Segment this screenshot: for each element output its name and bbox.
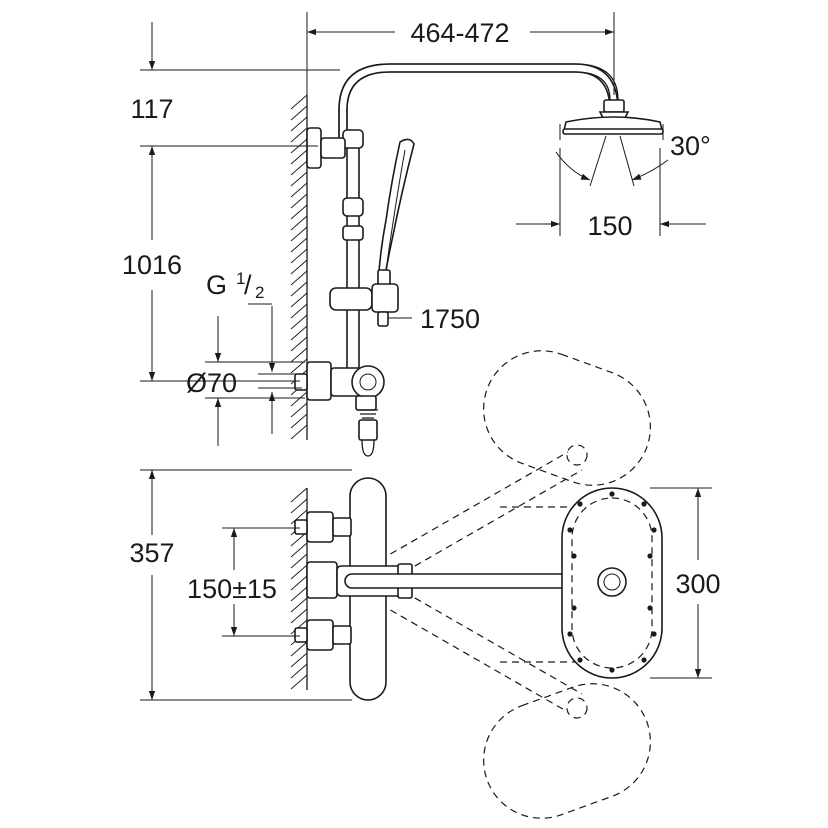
- hatch-line: [290, 94, 308, 110]
- hatch-line: [290, 325, 308, 341]
- dim-rail-height: 1016: [122, 146, 300, 382]
- label-head-angle: 30°: [670, 131, 711, 161]
- hatch-line: [290, 347, 308, 363]
- nozzle-dot: [571, 605, 577, 611]
- dim-hose: 1750: [388, 304, 480, 334]
- hatch-line: [290, 270, 308, 286]
- hatch-line: [290, 553, 308, 569]
- hatch-line: [290, 259, 308, 275]
- hatch-line: [290, 105, 308, 121]
- label-head-diameter: 150: [587, 211, 632, 241]
- hatch-line: [290, 116, 308, 132]
- nozzle-dot: [651, 527, 657, 533]
- hatch-line: [290, 281, 308, 297]
- nozzle-dot: [567, 631, 573, 637]
- hatch-line: [290, 586, 308, 602]
- hatch-line: [290, 292, 308, 308]
- hatch-line: [290, 498, 308, 514]
- hatch-line: [290, 597, 308, 613]
- riser-pipe: [346, 139, 360, 371]
- nozzle-dot: [651, 631, 657, 637]
- label-thread-den: 2: [255, 283, 264, 302]
- plan-view: 357 150±15 300: [129, 350, 721, 819]
- hatch-line: [290, 402, 308, 418]
- hatch-line: [290, 248, 308, 264]
- nozzle-dot: [577, 501, 583, 507]
- nozzle-dot: [641, 657, 647, 663]
- wall-bracket-top: [306, 127, 346, 169]
- slider-holder: [329, 283, 399, 327]
- label-centres: 150±15: [187, 574, 277, 604]
- hand-shower: [377, 138, 415, 293]
- hatch-line: [290, 542, 308, 558]
- side-elevation-view: 464-472 117 1016 G 1 / 2: [122, 12, 711, 457]
- thermostat-side: [294, 361, 385, 457]
- svg-text:/: /: [244, 270, 252, 300]
- label-depth: 357: [129, 538, 174, 568]
- dim-rosette: Ø70: [186, 316, 305, 446]
- hatch-line: [290, 182, 308, 198]
- hatch-line: [290, 641, 308, 657]
- dim-head-diameter: 150: [516, 148, 706, 241]
- label-projection: 464-472: [410, 18, 509, 48]
- dim-centres: 150±15: [187, 527, 300, 637]
- shower-head: [559, 99, 664, 140]
- hatch-line: [290, 663, 308, 679]
- spray-angle-indicator: [555, 135, 669, 187]
- wall-hatching-lower: [290, 487, 308, 690]
- dim-head-offset: 117: [130, 22, 340, 147]
- hatch-line: [290, 619, 308, 635]
- hatch-line: [290, 237, 308, 253]
- nozzle-dot: [571, 553, 577, 559]
- hatch-line: [290, 226, 308, 242]
- hatch-line: [290, 149, 308, 165]
- hatch-line: [290, 564, 308, 580]
- label-head-offset: 117: [130, 94, 173, 124]
- thermostat-top: [294, 477, 413, 701]
- hatch-line: [290, 413, 308, 429]
- nozzle-dot: [609, 491, 615, 497]
- nozzle-dot: [647, 605, 653, 611]
- hatch-line: [290, 487, 308, 503]
- hatch-line: [290, 127, 308, 143]
- nozzle-dot: [567, 527, 573, 533]
- label-thread-g: G: [206, 270, 227, 300]
- hatch-line: [290, 391, 308, 407]
- label-rosette-diameter: Ø70: [186, 368, 237, 398]
- dim-depth: 357: [129, 469, 352, 701]
- shower-head-plan: [561, 487, 663, 679]
- hatch-line: [290, 575, 308, 591]
- hatch-line: [290, 303, 308, 319]
- nozzle-dot: [647, 553, 653, 559]
- nozzle-dot: [609, 667, 615, 673]
- hatch-line: [290, 336, 308, 352]
- dim-plate-height: 300: [650, 487, 721, 679]
- label-thread-num: 1: [236, 269, 245, 288]
- label-plate-height: 300: [675, 569, 720, 599]
- dim-thread: G 1 / 2: [206, 269, 276, 434]
- hatch-line: [290, 171, 308, 187]
- hatch-line: [290, 424, 308, 440]
- label-hose-length: 1750: [420, 304, 480, 334]
- hatch-line: [290, 608, 308, 624]
- hatch-line: [290, 215, 308, 231]
- hatch-line: [290, 358, 308, 374]
- hatch-line: [290, 652, 308, 668]
- dim-projection: 464-472: [306, 12, 615, 95]
- hatch-line: [290, 193, 308, 209]
- hatch-line: [290, 314, 308, 330]
- label-rail-height: 1016: [122, 250, 182, 280]
- nozzle-dot: [641, 501, 647, 507]
- hatch-line: [290, 160, 308, 176]
- hatch-line: [290, 674, 308, 690]
- nozzle-dot: [577, 657, 583, 663]
- hatch-line: [290, 509, 308, 525]
- hatch-line: [290, 204, 308, 220]
